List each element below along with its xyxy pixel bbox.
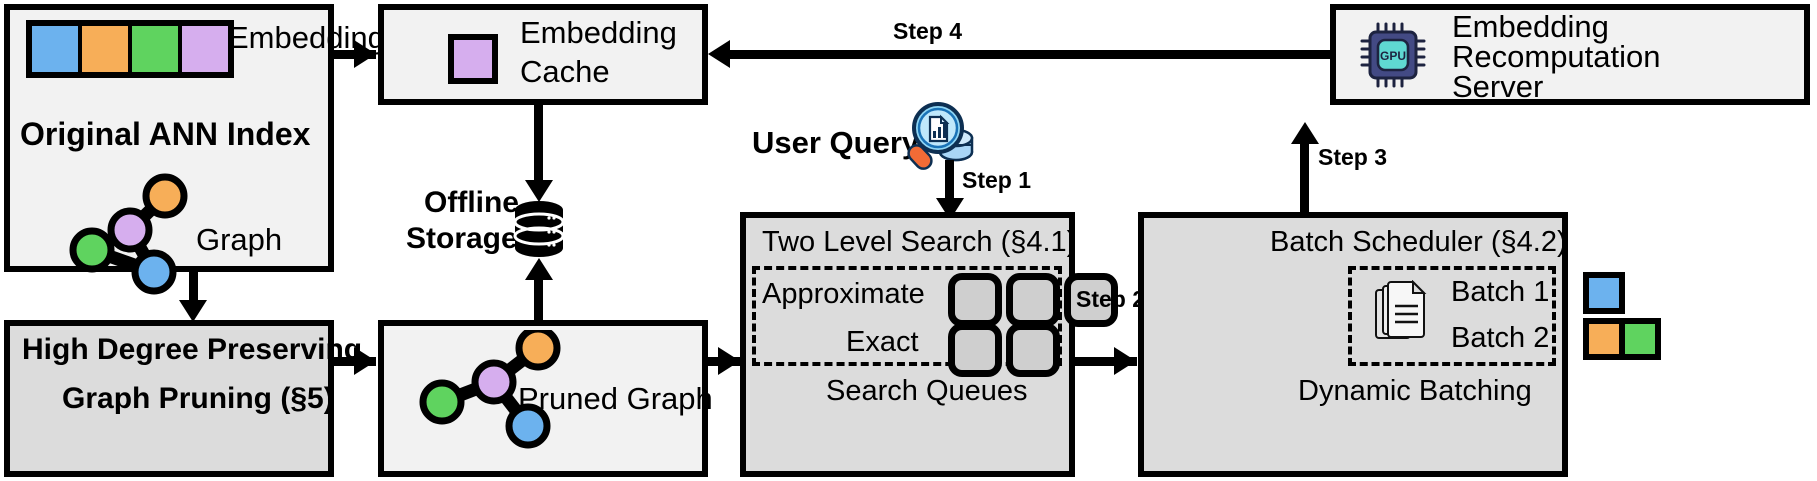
offline-storage-label-line1: Offline (424, 186, 519, 219)
batch-swatch-green (1619, 318, 1661, 360)
batch-scheduler-box (1138, 212, 1568, 477)
batch-scheduler-title: Batch Scheduler (§4.2) (1270, 226, 1567, 258)
arrow-pruned-to-storage-head (525, 258, 553, 280)
database-cylinder-icon (513, 201, 565, 257)
two-level-search-title: Two Level Search (§4.1) (762, 226, 1077, 258)
arrow-batch-to-server-head (1291, 122, 1319, 144)
embedding-cache-swatch (448, 34, 498, 84)
arrow-pruned-to-storage-line (534, 270, 543, 320)
search-queues-caption: Search Queues (826, 375, 1028, 407)
query-magnifier-database-icon (907, 102, 974, 170)
offline-storage-label-line2: Storage (406, 222, 518, 255)
arrow-pruning-to-pruned-head (354, 347, 376, 375)
arrow-server-to-cache-line (722, 50, 1332, 59)
arrow-search-to-batch-head (1114, 347, 1136, 375)
approximate-queue-row (948, 273, 1118, 327)
step-3-label: Step 3 (1318, 144, 1388, 170)
graph-pruning-title-line1: High Degree Preserving (22, 333, 363, 366)
graph-pruning-box (4, 320, 334, 477)
original-ann-index-title: Original ANN Index (20, 116, 311, 152)
exact-queue-cell[interactable] (948, 323, 1002, 377)
pruned-graph-illustration (419, 330, 561, 449)
arrow-search-to-batch-line (1075, 357, 1137, 366)
documents-stack-icon (1375, 280, 1427, 339)
exact-queue-row (948, 323, 1060, 377)
batch-1-swatches (1583, 272, 1625, 314)
dynamic-batching-dashed-region (1348, 266, 1556, 366)
recomputation-server-title-line1: Embedding (1452, 9, 1609, 44)
arrow-cache-to-storage-line (534, 105, 543, 190)
embedding-cell-green (132, 26, 182, 72)
step-2-label: Step 2 (1076, 286, 1146, 312)
arrow-pruned-to-search-head (718, 347, 740, 375)
arrow-index-to-pruning-line (189, 272, 198, 308)
exact-queue-cell[interactable] (1006, 323, 1060, 377)
arrow-batch-to-server-line (1300, 140, 1309, 212)
recomputation-server-title-line2: Recomputation (1452, 39, 1661, 74)
graph-label: Graph (196, 222, 283, 257)
approximate-label: Approximate (762, 278, 925, 310)
user-query-label: User Query (752, 125, 920, 160)
step-4-label: Step 4 (893, 18, 963, 44)
arrow-index-to-cache-head (354, 40, 376, 68)
approximate-queue-cell[interactable] (1006, 273, 1060, 327)
arrow-query-to-search-line (945, 160, 954, 216)
gpu-chip-icon-text: GPU (1380, 49, 1406, 63)
batch-swatch-blue (1583, 272, 1625, 314)
arrow-cache-to-storage-head (525, 180, 553, 202)
embedding-cell-purple (182, 26, 228, 72)
embedding-cache-title-line1: Embedding (520, 15, 677, 50)
graph-pruning-title-line2: Graph Pruning (§5) (62, 382, 334, 415)
embedding-strip (26, 20, 234, 78)
original-graph-illustration (69, 173, 188, 295)
step-1-label: Step 1 (962, 167, 1032, 193)
batch-2-swatches (1583, 318, 1661, 360)
pruned-graph-label: Pruned Graph (518, 381, 713, 416)
approximate-queue-cell[interactable] (1064, 273, 1118, 327)
recomputation-server-title-line3: Server (1452, 69, 1544, 104)
dynamic-batching-caption: Dynamic Batching (1298, 375, 1532, 407)
arrow-server-to-cache-head (708, 40, 730, 68)
search-queues-dashed-region (752, 266, 1062, 366)
approximate-queue-cell[interactable] (948, 273, 1002, 327)
batch-2-label: Batch 2 (1451, 322, 1550, 354)
batch-1-label: Batch 1 (1451, 276, 1550, 308)
embedding-cache-title-line2: Cache (520, 54, 610, 89)
embedding-cell-blue (32, 26, 82, 72)
embedding-cache-box (378, 4, 708, 105)
embedding-cell-orange (82, 26, 132, 72)
arrow-index-to-pruning-head (179, 300, 207, 322)
exact-label: Exact (846, 326, 919, 358)
gpu-chip-icon: GPU (1360, 22, 1426, 88)
